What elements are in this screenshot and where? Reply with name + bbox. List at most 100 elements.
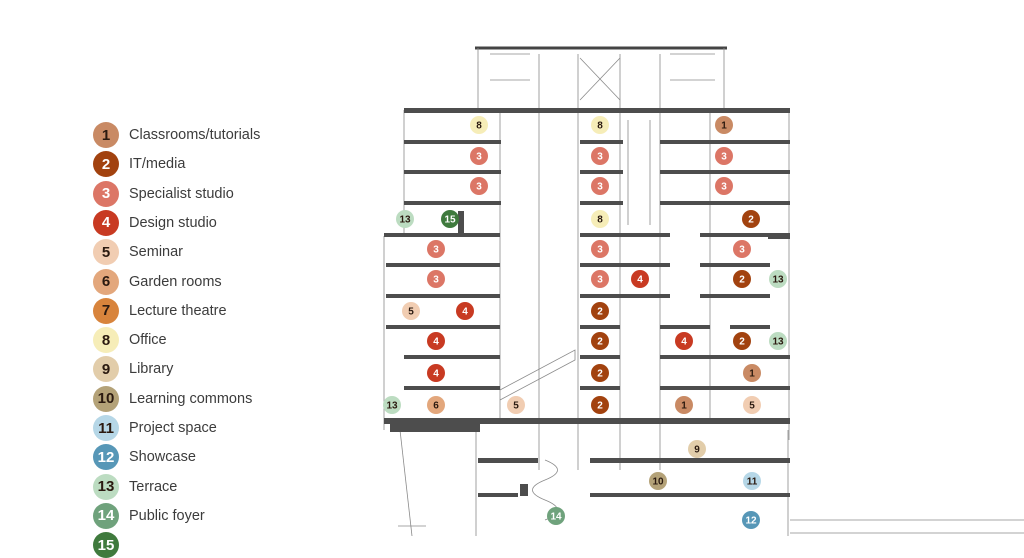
room-marker-dot	[470, 116, 488, 134]
room-marker-3: 3	[591, 147, 609, 165]
legend-number-badge: 4	[93, 209, 119, 236]
room-marker-13: 13	[769, 270, 787, 288]
room-marker-4: 4	[427, 364, 445, 382]
room-marker-number: 5	[513, 401, 519, 412]
room-marker-dot	[402, 302, 420, 320]
room-marker-dot	[591, 147, 609, 165]
room-marker-number: 1	[681, 401, 687, 412]
room-marker-14: 14	[547, 507, 565, 525]
room-marker-11: 11	[743, 472, 761, 490]
room-marker-number: 3	[433, 245, 439, 256]
room-marker-dot	[591, 177, 609, 195]
room-marker-number: 4	[433, 369, 439, 380]
room-marker-number: 13	[399, 215, 411, 226]
room-marker-dot	[591, 240, 609, 258]
room-marker-2: 2	[591, 302, 609, 320]
room-marker-8: 8	[591, 116, 609, 134]
room-marker-number: 1	[749, 369, 755, 380]
room-marker-10: 10	[649, 472, 667, 490]
room-marker-3: 3	[591, 270, 609, 288]
legend-label: Classrooms/tutorials	[129, 127, 261, 143]
room-marker-5: 5	[743, 396, 761, 414]
room-marker-3: 3	[470, 177, 488, 195]
room-marker-dot	[743, 472, 761, 490]
room-marker-number: 15	[444, 215, 456, 226]
room-marker-number: 3	[597, 245, 603, 256]
legend-number-badge: 5	[93, 239, 119, 266]
legend-label: Library	[129, 361, 174, 378]
room-marker-dot	[733, 332, 751, 350]
room-marker-15: 15	[441, 210, 459, 228]
room-marker-number: 2	[597, 307, 603, 318]
legend-label: Showcase	[129, 449, 196, 466]
room-marker-3: 3	[470, 147, 488, 165]
legend-label: Garden rooms	[129, 273, 222, 290]
legend-label: Office	[129, 332, 167, 349]
room-marker-dot	[383, 396, 401, 414]
room-marker-dot	[733, 240, 751, 258]
room-marker-dot	[675, 332, 693, 350]
room-marker-number: 4	[681, 337, 687, 348]
room-marker-1: 1	[743, 364, 761, 382]
legend-number-badge: 3	[93, 180, 119, 207]
room-marker-dot	[507, 396, 525, 414]
room-marker-dot	[470, 147, 488, 165]
room-marker-number: 4	[637, 275, 643, 286]
room-marker-4: 4	[631, 270, 649, 288]
legend-label: Specialist studio	[129, 185, 234, 202]
room-marker-3: 3	[427, 270, 445, 288]
room-marker-2: 2	[733, 270, 751, 288]
room-marker-3: 3	[715, 177, 733, 195]
room-marker-3: 3	[733, 240, 751, 258]
room-marker-3: 3	[591, 240, 609, 258]
legend-number-badge: 15	[93, 532, 119, 558]
room-marker-1: 1	[715, 116, 733, 134]
legend-label: Terrace	[129, 478, 178, 495]
legend-number-badge: 12	[93, 444, 119, 471]
room-marker-dot	[742, 210, 760, 228]
room-marker-dot	[649, 472, 667, 490]
room-marker-dot	[441, 210, 459, 228]
room-marker-dot	[591, 332, 609, 350]
room-marker-dot	[715, 177, 733, 195]
legend-label: Project space	[129, 420, 217, 436]
room-marker-number: 8	[476, 121, 482, 132]
room-marker-2: 2	[591, 332, 609, 350]
room-marker-number: 2	[597, 401, 603, 412]
floor-slabs	[384, 108, 790, 497]
room-marker-dot	[470, 177, 488, 195]
room-marker-number: 4	[433, 337, 439, 348]
room-marker-dot	[427, 396, 445, 414]
room-marker-dot	[743, 396, 761, 414]
room-marker-dot	[742, 511, 760, 529]
legend-number-badge: 11	[93, 415, 119, 441]
room-marker-3: 3	[591, 177, 609, 195]
room-marker-number: 8	[597, 215, 603, 226]
room-marker-number: 13	[772, 337, 784, 348]
legend-item-15: 15	[93, 532, 129, 558]
room-marker-2: 2	[591, 364, 609, 382]
room-marker-number: 12	[745, 516, 757, 527]
room-marker-dot	[427, 240, 445, 258]
room-marker-dot	[769, 332, 787, 350]
room-marker-dot	[456, 302, 474, 320]
room-marker-6: 6	[427, 396, 445, 414]
legend-item-3: 3 Specialist studio	[93, 180, 234, 207]
legend-label: IT/media	[129, 156, 186, 173]
room-marker-dot	[396, 210, 414, 228]
room-marker-dot	[631, 270, 649, 288]
room-marker-9: 9	[688, 440, 706, 458]
room-marker-4: 4	[427, 332, 445, 350]
room-marker-dot	[769, 270, 787, 288]
room-marker-number: 3	[721, 152, 727, 163]
room-marker-number: 2	[748, 215, 754, 226]
room-marker-number: 14	[550, 512, 562, 523]
legend-number-badge: 10	[93, 385, 119, 412]
room-marker-number: 5	[408, 307, 414, 318]
room-marker-dot	[715, 147, 733, 165]
